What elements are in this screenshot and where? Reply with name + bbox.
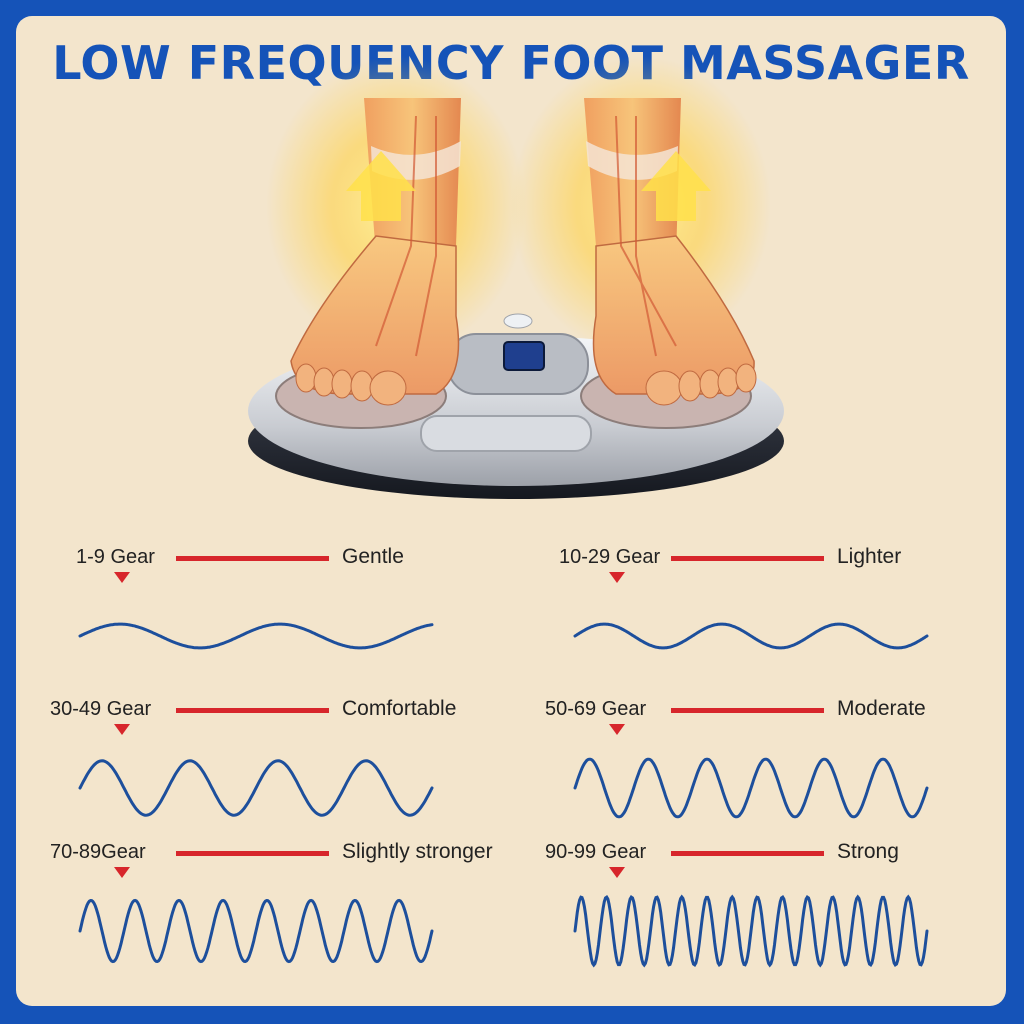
display-screen: [503, 341, 545, 371]
gear-marker-icon: [114, 724, 130, 735]
gear-range-label: 1-9 Gear: [76, 546, 155, 568]
gear-waveform: [573, 622, 929, 650]
power-button: [503, 313, 533, 329]
gear-bar: [176, 708, 329, 713]
waveform-line: [573, 757, 929, 819]
gear-bar: [671, 556, 824, 561]
device-handle: [420, 415, 592, 452]
gear-bar: [671, 851, 824, 856]
gear-range-label: 90-99 Gear: [545, 841, 647, 863]
gear-range-label: 70-89Gear: [50, 841, 146, 863]
gear-marker-icon: [609, 572, 625, 583]
gear-waveform: [573, 757, 929, 819]
gear-bar: [671, 708, 824, 713]
waveform-line: [78, 898, 434, 964]
gear-level-label: Slightly stronger: [342, 840, 493, 863]
arrow-up-left-icon: [346, 151, 416, 221]
gear-bar: [176, 556, 329, 561]
gear-marker-icon: [114, 572, 130, 583]
waveform-line: [573, 622, 929, 650]
foot-massager-illustration: [248, 56, 784, 499]
gear-level-label: Comfortable: [342, 697, 457, 720]
arrow-up-right-icon: [641, 151, 711, 221]
page-title: LOW FREQUENCY FOOT MASSAGER: [52, 36, 970, 90]
main-panel: LOW FREQUENCY FOOT MASSAGER: [16, 16, 1006, 1006]
waveform-line: [78, 622, 434, 650]
gear-level-label: Strong: [837, 840, 899, 863]
gear-bar: [176, 851, 329, 856]
gear-level-label: Gentle: [342, 545, 404, 568]
gear-range-label: 10-29 Gear: [559, 546, 661, 568]
waveform-line: [573, 894, 929, 968]
gear-level-label: Lighter: [837, 545, 902, 568]
gear-level-label: Moderate: [837, 697, 926, 720]
gear-waveform: [78, 759, 434, 817]
gear-marker-icon: [609, 724, 625, 735]
gear-waveform: [573, 894, 929, 968]
waveform-line: [78, 759, 434, 817]
gear-marker-icon: [609, 867, 625, 878]
gear-range-label: 30-49 Gear: [50, 698, 152, 720]
gear-marker-icon: [114, 867, 130, 878]
gear-waveform: [78, 898, 434, 964]
gear-waveform: [78, 622, 434, 650]
gear-range-label: 50-69 Gear: [545, 698, 647, 720]
